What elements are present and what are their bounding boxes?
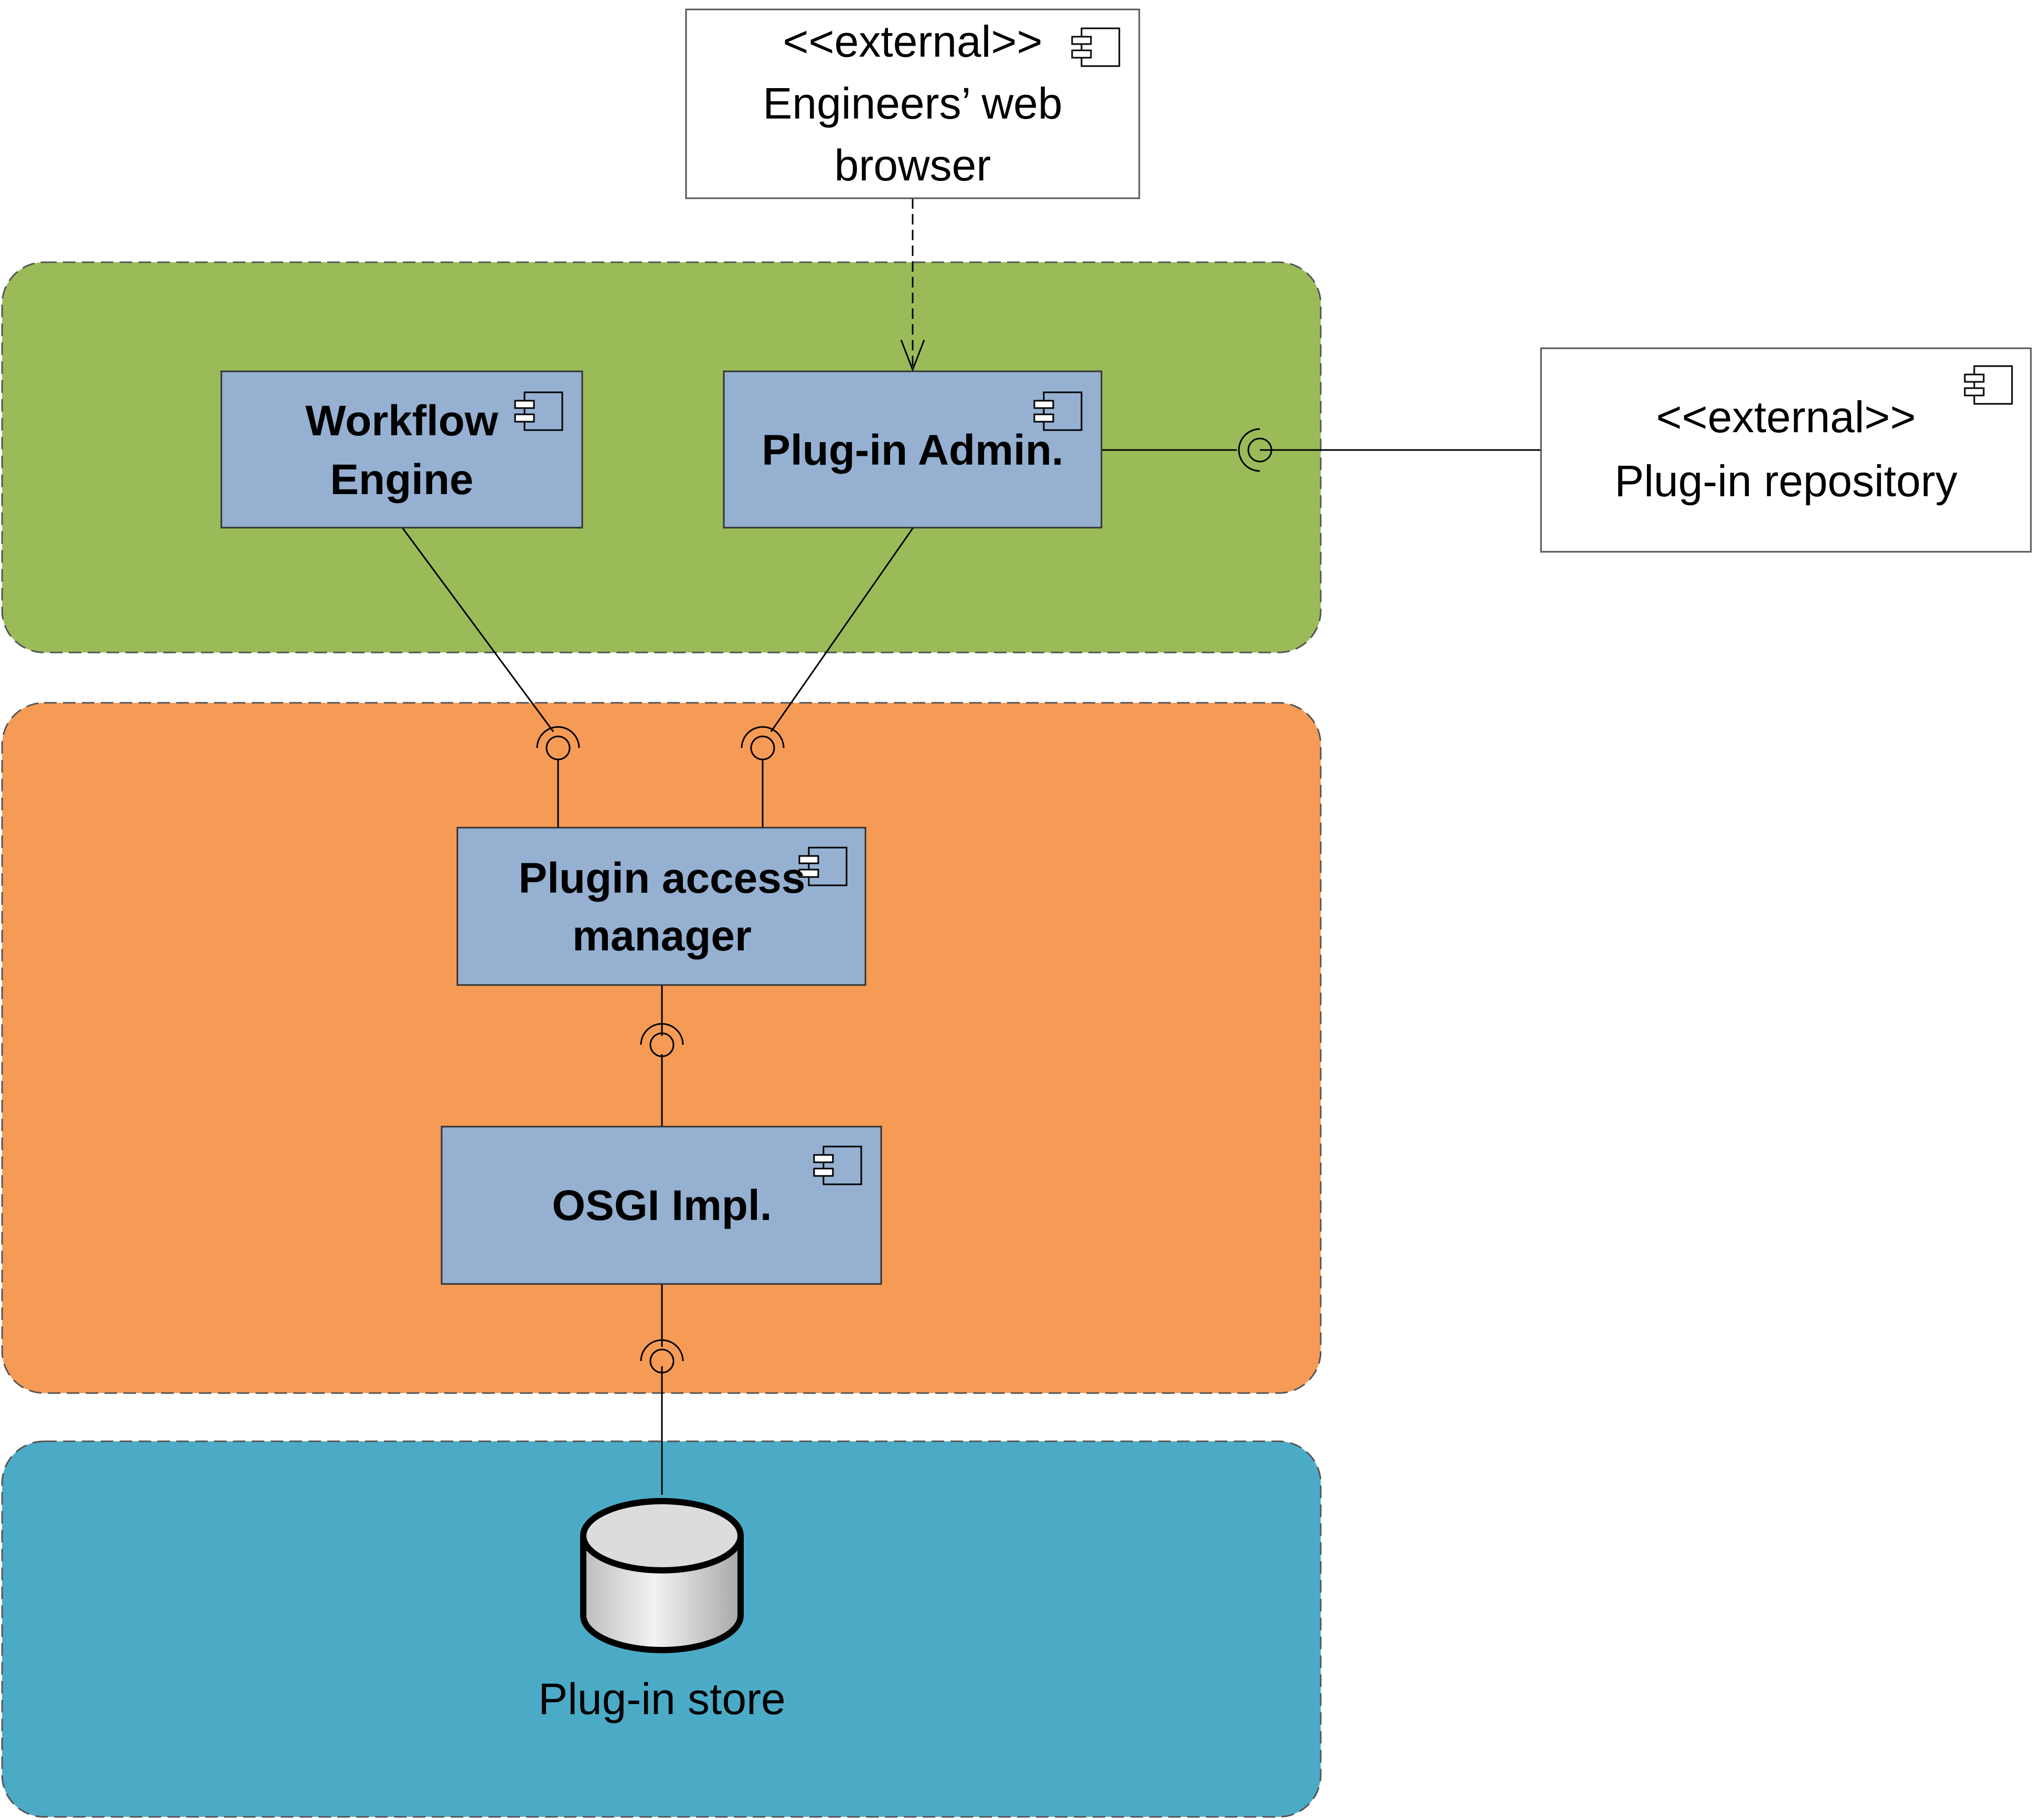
repository-stereotype: <<external>> — [1656, 392, 1916, 442]
browser-name-line2: browser — [834, 141, 991, 190]
plugin-access-manager-title-line1: Plugin access — [519, 854, 806, 902]
plugin-admin-component: Plug-in Admin. — [723, 370, 1103, 529]
connectors — [401, 198, 1541, 1495]
interface-socket-icon — [640, 1339, 684, 1374]
dependency-arrowhead — [900, 339, 925, 372]
external-repository-box — [1540, 347, 2032, 553]
workflow-engine-component: Workflow Engine — [220, 370, 583, 529]
workflow-engine-title-line2: Engine — [330, 456, 473, 504]
admin-to-pam-line — [770, 527, 914, 732]
external-repository-component: <<external>> Plug-in repository — [1540, 347, 2032, 553]
plugin-access-manager-component: Plugin access manager — [456, 827, 866, 986]
interface-socket-icon — [1238, 428, 1272, 472]
plugin-admin-box — [723, 370, 1103, 529]
osgi-impl-box — [441, 1126, 882, 1285]
presentation-layer — [1, 261, 1322, 654]
workflow-engine-title-line1: Workflow — [305, 397, 498, 445]
osgi-impl-title: OSGI Impl. — [552, 1182, 772, 1229]
workflow-to-pam-line — [401, 527, 554, 732]
interface-socket-icon — [741, 726, 785, 761]
browser-name-line1: Engineers’ web — [763, 79, 1062, 128]
plugin-access-manager-title-line2: manager — [572, 912, 752, 960]
workflow-engine-box — [220, 370, 583, 529]
interface-socket-icon — [536, 726, 580, 761]
plugin-access-manager-box — [456, 827, 866, 986]
interface-socket-icon — [640, 1023, 684, 1057]
browser-stereotype: <<external>> — [783, 17, 1042, 66]
repository-name: Plug-in repository — [1614, 456, 1957, 506]
osgi-impl-component: OSGI Impl. — [441, 1126, 882, 1285]
external-browser-box — [685, 8, 1140, 199]
external-browser-component: <<external>> Engineers’ web browser — [685, 8, 1140, 199]
plugin-admin-title: Plug-in Admin. — [762, 426, 1063, 474]
database-icon — [580, 1498, 744, 1653]
database-top — [580, 1498, 744, 1573]
plugin-store-label: Plug-in store — [538, 1674, 786, 1723]
